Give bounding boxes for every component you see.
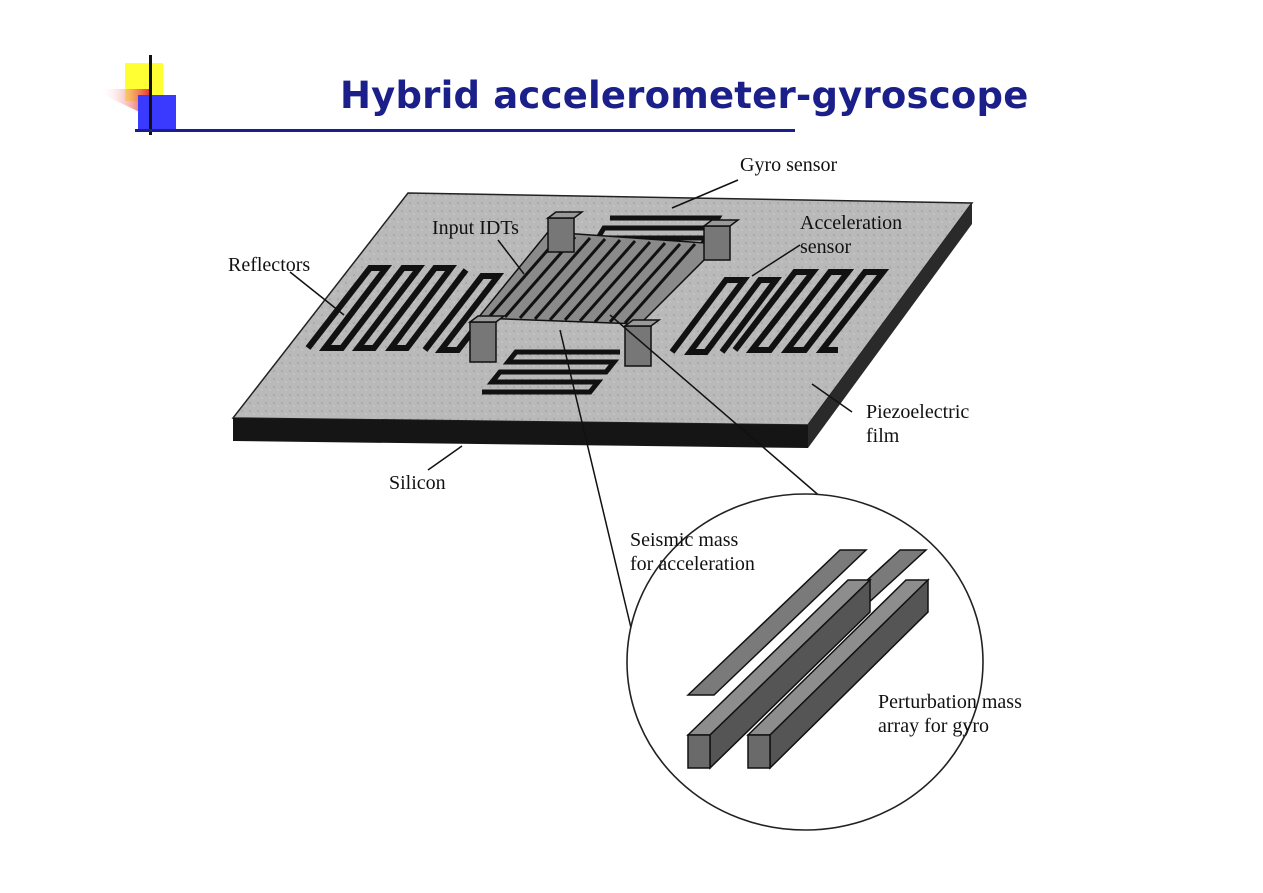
right-reflector — [732, 269, 890, 353]
label-seismic-mass: Seismic mass for acceleration — [630, 529, 755, 575]
label-silicon: Silicon — [389, 472, 446, 494]
slide-title: Hybrid accelerometer-gyroscope — [340, 74, 1029, 117]
perturbation-beam-1 — [686, 578, 872, 770]
label-piezoelectric-film: Piezoelectric film — [866, 401, 970, 447]
seismic-mass-plate-1 — [686, 549, 868, 696]
silicon-front-face — [233, 418, 808, 448]
label-gyro-sensor: Gyro sensor — [740, 154, 838, 176]
left-reflector — [305, 265, 469, 351]
perturbation-beam-2 — [746, 578, 930, 770]
label-input-idts: Input IDTs — [432, 217, 519, 239]
title-underline — [135, 129, 795, 132]
left-idt-electrode — [422, 273, 515, 353]
label-perturbation-mass: Perturbation mass array for gyro — [878, 691, 1022, 737]
zoom-detail — [626, 493, 984, 831]
label-reflectors: Reflectors — [228, 254, 311, 276]
slide-logo-icon — [100, 55, 176, 135]
gyro-meander-bottom — [482, 349, 620, 395]
right-acceleration-idt — [669, 277, 782, 355]
silicon-side-face — [808, 203, 972, 448]
label-acceleration-sensor: Acceleration sensor — [800, 212, 903, 258]
